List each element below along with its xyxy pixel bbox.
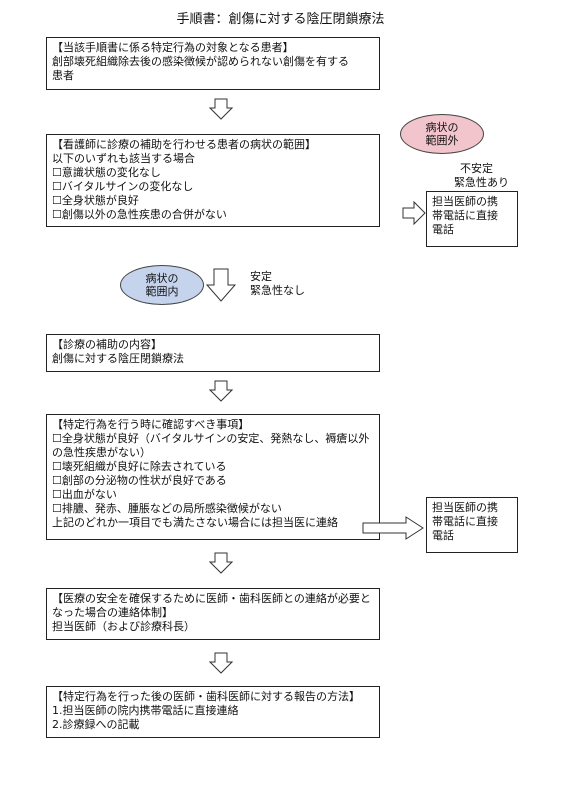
down-arrow-icon <box>206 268 236 302</box>
condition-range-box: 【看護師に診療の補助を行わせる患者の病状の範囲】 以下のいずれも該当する場合 ☐… <box>46 134 380 227</box>
unstable-label: 不安定 緊急性あり <box>454 162 509 190</box>
call-doctor-line: 電話 <box>432 529 454 542</box>
stable-label-line: 緊急性なし <box>250 284 305 297</box>
down-arrow-icon <box>209 552 233 574</box>
call-doctor-line: 担当医師の携 <box>432 195 498 208</box>
care-content-heading: 【診療の補助の内容】 <box>52 338 162 351</box>
in-range-oval-line: 範囲内 <box>145 285 179 298</box>
call-doctor-line: 帯電話に直接 <box>432 515 498 528</box>
contact-system-heading: なった場合の連絡体制】 <box>52 606 173 619</box>
out-of-range-oval-line: 範囲外 <box>425 134 459 147</box>
call-doctor-line: 帯電話に直接 <box>432 209 498 222</box>
call-doctor-box: 担当医師の携 帯電話に直接 電話 <box>426 191 518 247</box>
call-doctor-box: 担当医師の携 帯電話に直接 電話 <box>426 497 518 553</box>
checklist-heading: 【特定行為を行う時に確認すべき事項】 <box>52 418 250 431</box>
contact-system-heading: 【医療の安全を確保するために医師・歯科医師との連絡が必要と <box>52 592 371 605</box>
stable-label-line: 安定 <box>250 270 272 283</box>
condition-checkbox-item: ☐バイタルサインの変化なし <box>52 180 194 193</box>
target-patient-heading: 【当該手順書に係る特定行為の対象となる患者】 <box>52 41 294 54</box>
condition-range-heading: 【看護師に診療の補助を行わせる患者の病状の範囲】 <box>52 138 316 151</box>
out-of-range-oval: 病状の 範囲外 <box>400 114 484 154</box>
checklist-item: ☐壊死組織が良好に除去されている <box>52 460 227 473</box>
unstable-label-line: 不安定 <box>460 162 493 175</box>
condition-line: 以下のいずれも該当する場合 <box>52 152 195 165</box>
target-patient-line: 創部壊死組織除去後の感染徴候が認められない創傷を有する <box>52 55 349 68</box>
target-patient-box: 【当該手順書に係る特定行為の対象となる患者】 創部壊死組織除去後の感染徴候が認め… <box>46 37 380 90</box>
checklist-item: の急性疾患がない） <box>52 446 151 459</box>
call-doctor-line: 担当医師の携 <box>432 501 498 514</box>
call-doctor-line: 電話 <box>432 223 454 236</box>
checklist-item: ☐全身状態が良好（バイタルサインの安定、発熱なし、褥瘡以外 <box>52 432 370 445</box>
down-arrow-icon <box>209 98 233 120</box>
checklist-box: 【特定行為を行う時に確認すべき事項】 ☐全身状態が良好（バイタルサインの安定、発… <box>46 414 380 540</box>
checklist-note: 上記のどれか一項目でも満たさない場合には担当医に連絡 <box>52 516 338 529</box>
stable-label: 安定 緊急性なし <box>250 270 305 298</box>
report-method-line: 2.診療録への記載 <box>52 718 140 731</box>
report-method-line: 1.担当医師の院内携帯電話に直接連絡 <box>52 704 239 717</box>
unstable-label-line: 緊急性あり <box>454 176 509 189</box>
target-patient-line: 患者 <box>52 69 74 82</box>
right-arrow-icon <box>362 516 424 540</box>
right-arrow-icon <box>402 200 426 226</box>
checklist-item: ☐創部の分泌物の性状が良好である <box>52 474 227 487</box>
report-method-box: 【特定行為を行った後の医師・歯科医師に対する報告の方法】 1.担当医師の院内携帯… <box>46 686 380 738</box>
checklist-item: ☐排膿、発赤、腫脹などの局所感染徴候がない <box>52 502 282 515</box>
contact-system-box: 【医療の安全を確保するために医師・歯科医師との連絡が必要と なった場合の連絡体制… <box>46 588 380 640</box>
out-of-range-oval-line: 病状の <box>425 121 459 134</box>
down-arrow-icon <box>209 652 233 674</box>
down-arrow-icon <box>209 380 233 402</box>
contact-system-line: 担当医師（および診療科長） <box>52 620 195 633</box>
in-range-oval: 病状の 範囲内 <box>120 265 204 305</box>
checklist-item: ☐出血がない <box>52 488 117 501</box>
condition-checkbox-item: ☐全身状態が良好 <box>52 194 139 207</box>
condition-checkbox-item: ☐創傷以外の急性疾患の合併がない <box>52 208 227 221</box>
in-range-oval-line: 病状の <box>145 272 179 285</box>
care-content-line: 創傷に対する陰圧閉鎖療法 <box>52 352 184 365</box>
report-method-heading: 【特定行為を行った後の医師・歯科医師に対する報告の方法】 <box>52 690 360 703</box>
page-title: 手順書：創傷に対する陰圧閉鎖療法 <box>176 12 385 27</box>
care-content-box: 【診療の補助の内容】 創傷に対する陰圧閉鎖療法 <box>46 334 380 372</box>
condition-checkbox-item: ☐意識状態の変化なし <box>52 166 161 179</box>
